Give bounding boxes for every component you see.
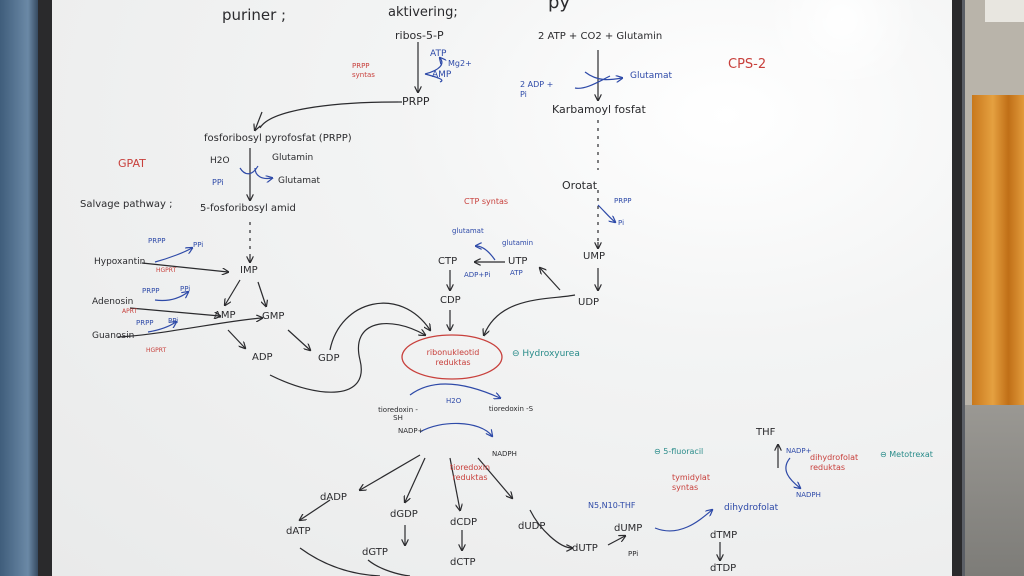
pyrimidine-heading-fragment: py	[548, 0, 571, 13]
datp-node: dATP	[286, 526, 311, 537]
nadph-trx: NADPH	[492, 450, 517, 458]
nadp-dhfr: NADP+	[786, 447, 812, 455]
thymidylate-synthase: tymidylat syntas	[672, 473, 710, 493]
floor	[965, 405, 1024, 576]
methylene-thf: N5,N10-THF	[588, 501, 636, 510]
gdp-node: GDP	[318, 353, 340, 364]
gpat-enzyme: GPAT	[118, 157, 146, 170]
guanosin: Guanosin	[92, 331, 135, 341]
prpp-a: PRPP	[148, 237, 166, 245]
nadph-dhfr: NADPH	[796, 491, 821, 499]
hgprt-b: HGPRT	[146, 347, 167, 354]
dgdp-node: dGDP	[390, 509, 418, 520]
purines-heading: puriner ;	[222, 6, 287, 24]
karbamoyl-fosfat: Karbamoyl fosfat	[552, 103, 646, 116]
atp-label: ATP	[430, 49, 447, 59]
dudp-node: dUDP	[518, 521, 546, 532]
adp-pi-ctp: ADP+Pi	[464, 271, 491, 279]
ppi-a: PPi	[193, 241, 204, 249]
prpp-synthase-label: PRPP syntas	[352, 62, 375, 80]
glutamat-byproduct: Glutamat	[630, 71, 673, 81]
udp-node: UDP	[578, 297, 600, 308]
cps2-enzyme: CPS-2	[728, 57, 767, 72]
utp-node: UTP	[508, 256, 528, 267]
ppi-dutp: PPi	[628, 550, 639, 558]
h2o-reductase: H2O	[446, 397, 462, 405]
mg-label: Mg2+	[448, 59, 472, 68]
tioredoxin-s: tioredoxin -S	[488, 405, 534, 413]
fluorouracil-inhibitor: ⊖ 5-fluoracil	[654, 447, 704, 456]
methotrexate-inhibitor: ⊖ Metotrexat	[880, 450, 933, 459]
amp-label: AMP	[432, 70, 452, 80]
left-wall	[0, 0, 40, 576]
ribose-5p: ribos-5-P	[395, 29, 444, 42]
adp-node: ADP	[252, 352, 273, 363]
tioredoxin-reductase: tioredoxin reduktas	[449, 463, 491, 483]
activation-heading: aktivering;	[388, 5, 458, 20]
ppi-b: PPi	[180, 285, 191, 293]
ctp-synthase: CTP syntas	[464, 197, 509, 206]
h2o-label: H2O	[210, 156, 230, 166]
adenosin: Adenosin	[92, 297, 134, 307]
dutp-node: dUTP	[572, 543, 598, 554]
dgtp-node: dGTP	[362, 547, 388, 558]
fosforibosyl-amid: 5-fosforibosyl amid	[200, 203, 296, 214]
ribonucleotide-reductase: ribonukleotid reduktas	[426, 348, 480, 368]
thf-node: THF	[756, 427, 776, 438]
cdp-node: CDP	[440, 295, 461, 306]
orange-curtain	[972, 95, 1024, 405]
dump-node: dUMP	[614, 523, 643, 534]
prpp-node: PRPP	[402, 95, 430, 108]
ppi-label: PPi	[212, 178, 224, 187]
dtdp-node: dTDP	[710, 563, 737, 574]
ctp-node: CTP	[438, 256, 458, 267]
glutamin-label: Glutamin	[272, 153, 314, 163]
pi-pyr: Pi	[618, 219, 625, 227]
prpp-c: PRPP	[136, 319, 154, 327]
dtmp-node: dTMP	[710, 530, 738, 541]
tioredoxin-sh: tioredoxin -SH	[378, 406, 418, 423]
gmp-node: GMP	[262, 311, 285, 322]
amp-node: AMP	[214, 310, 236, 321]
dihydrofolat: dihydrofolat	[724, 503, 779, 513]
ump-node: UMP	[583, 251, 605, 262]
pyrimidine-start: 2 ATP + CO2 + Glutamin	[538, 31, 663, 42]
prpp-full-name: fosforibosyl pyrofosfat (PRPP)	[204, 133, 352, 144]
dctp-node: dCTP	[450, 557, 476, 568]
hydroxyurea-inhibitor: ⊖ Hydroxyurea	[512, 349, 580, 359]
atp-ctp: ATP	[510, 269, 523, 277]
dihydrofolate-reductase: dihydrofolat reduktas	[810, 453, 859, 473]
dadp-node: dADP	[320, 492, 347, 503]
hypoxantin: Hypoxantin	[94, 257, 146, 267]
nadp-trx: NADP+	[398, 427, 424, 435]
glutamat-label: Glutamat	[278, 176, 321, 186]
ceiling-light	[985, 0, 1024, 22]
adp-pi-label: 2 ADP + Pi	[520, 80, 554, 99]
glutamat-ctp: glutamat	[452, 227, 484, 235]
dcdp-node: dCDP	[450, 517, 478, 528]
prpp-b: PRPP	[142, 287, 160, 295]
ppi-c: PPi	[168, 317, 179, 325]
salvage-pathway-label: Salvage pathway ;	[80, 199, 173, 210]
glutamin-ctp: glutamin	[502, 239, 534, 247]
prpp-pyr: PRPP	[614, 197, 632, 205]
aprt: APRT	[122, 308, 138, 315]
hgprt-a: HGPRT	[156, 267, 177, 274]
imp-node: IMP	[240, 265, 258, 276]
whiteboard	[52, 0, 952, 576]
orotat: Orotat	[562, 179, 598, 192]
